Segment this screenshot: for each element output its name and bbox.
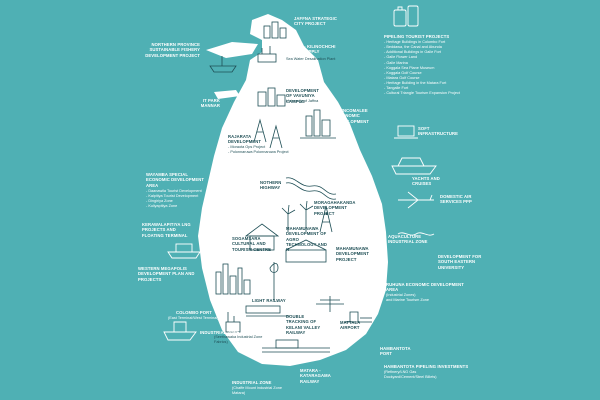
label-domestic-air: DOMESTIC AIR SERVICES PPP — [440, 194, 472, 205]
floating-terminal-icon — [167, 243, 201, 259]
label-pipeling-tourist: PIPELING TOURIST PROJECTS — [384, 34, 450, 39]
laptop-icon — [394, 125, 418, 139]
industrial-zone-icon — [225, 312, 241, 333]
label-ruhuna: RUHUNA ECONOMIC DEVELOPMENT AREA — [386, 282, 464, 293]
tourist-item-8: - Matara Golf Course — [384, 75, 420, 80]
trincomalee-port-icon — [300, 109, 336, 139]
cultural-centre-icon — [244, 223, 280, 251]
aquaculture-icon — [397, 232, 435, 236]
jaffna-peninsula — [206, 42, 258, 58]
sea-illustrations — [163, 5, 437, 341]
label-nothern-highway: NOTHERN HIGHWAY — [260, 180, 282, 191]
island-shape — [198, 14, 388, 366]
label-colombo-port: COLOMBO PORT — [176, 310, 212, 315]
tourist-item-10: - Tangalle Fort — [384, 86, 409, 91]
industrial-zone-2-sub-2: Matara) — [232, 391, 246, 396]
label-mahamunawa-development: MAHAMUNAWA DEVELOPMENT PROJECT — [336, 246, 369, 262]
fishing-boat-icon — [209, 56, 237, 73]
label-jaffna-kilinochchi-water: JAFFNA - KILINOCHCHI WATER SUPPLY PROJEC… — [286, 44, 336, 60]
hambantota-pipeline-sub-2: Dockyard/Cement/Steel Billets) — [384, 375, 437, 380]
wayamba-sub-3: - Dingiriya Zone — [146, 199, 173, 204]
tourist-item-11: - Cultural Triangle Tourism Expansion Pr… — [384, 91, 460, 96]
label-vavuniya-campus: DEVELOPMENT OF VAVUNIYA CAMPUS — [286, 88, 319, 104]
label-rajarata-development: RAJARATA DEVELOPMENT — [228, 134, 261, 145]
ruhuna-sub-2: and Marine Tourism Zone — [386, 298, 429, 303]
tourist-item-6: - Koggala Sea Plane Museum — [384, 65, 435, 70]
rajarata-powerlines-icon — [253, 118, 283, 149]
label-jaffna-strategic-city: JAFFNA STRATEGIC CITY PROJECT — [294, 16, 338, 27]
label-western-megapolis: WESTERN MEGAPOLIS DEVELOPMENT PLAN AND P… — [138, 266, 195, 282]
label-yachts-cruises: YACHTS AND CRUISES — [412, 176, 440, 187]
label-light-railway: LIGHT RAILWAY — [252, 298, 286, 303]
lotus-tower-icon — [269, 262, 279, 300]
label-industrial-zone-1: INDUSTRIAL ZONE — [200, 330, 240, 335]
label-mahamunawa-agro: MAHAMUNAWA DEVELOPMENT OF AGRO TECHNOLOG… — [286, 226, 327, 252]
tourist-item-3: - Additional Buildings in Galle Fort — [384, 50, 441, 55]
matara-railway-icon — [262, 339, 330, 353]
label-rajarata-subprojects: - Moraota Ops Project - Polonnaruwa Polo… — [228, 145, 289, 155]
tourist-item-9: - Heritage Building in the Matara Fort — [384, 81, 447, 85]
label-kerawalapitiya: KERAWALAPITIYA LNG PROJECTS AND FLOATING… — [142, 222, 191, 238]
label-aquaculture: AQUACULTURE INDUSTRIAL ZONE — [388, 234, 428, 245]
jaffna-city-icon — [263, 21, 287, 39]
industrial-zone-1-sub-2: Fabrics) — [214, 340, 228, 345]
ship-icon — [163, 321, 197, 341]
tourist-item-2: - Beddawa, the Canal and Abunda — [384, 45, 442, 50]
train-icon — [245, 305, 290, 317]
label-desalination-plant: Sea Water Desalination Plant — [286, 57, 336, 61]
luggage-icon — [393, 5, 419, 27]
label-ruhuna-sub: (Industrial Zones) and Marine Tourism Zo… — [386, 293, 429, 303]
hambantota-pipeline-sub-1: (Refinery/LNG Gas — [384, 370, 417, 374]
highway-icon — [285, 177, 337, 200]
tourist-item-5: - Galle Marina — [384, 60, 408, 65]
mannar-island — [214, 90, 240, 99]
label-industrial-zone-2-sub: (Chaffe Mount industrial Zone Matara) — [232, 386, 282, 396]
tourist-item-7: - Koggala Golf Course — [384, 70, 422, 75]
cruise-ship-icon — [391, 157, 437, 175]
label-sogamsara: SOGAMSARA CULTURAL AND TOURISM CENTRE — [232, 236, 272, 252]
list-pipeling-tourist-items: - Heritage Buildings in Colombo Fort - B… — [384, 40, 460, 96]
label-hambantota-pipeline-sub: (Refinery/LNG Gas Dockyard/Cement/Steel … — [384, 370, 437, 380]
label-wayamba: WAYAMBA SPECIAL ECONOMIC DEVELOPMENT ARE… — [146, 172, 205, 188]
map-illustrations — [209, 21, 372, 353]
industrial-zone-1-sub-1: (Seethawaka Industrial Zone — [214, 335, 263, 339]
desalination-plant-icon — [257, 46, 277, 63]
wayamba-sub-2: - Kalpitiya Tourist Development — [146, 194, 199, 199]
hambantota-port-icon — [344, 311, 372, 323]
label-soft-infrastructure: SOFT INFRASTRUCTURE — [418, 126, 459, 137]
airplane-icon — [398, 191, 434, 209]
label-colombo-port-sub: (East Terminal/West Terminal) — [168, 316, 219, 320]
label-hambantota-pipeline: HAMBANTOTA PIPELING INVESTMENTS — [384, 364, 469, 369]
rajarata-sub-1: - Moraota Ops Project — [228, 145, 266, 149]
label-matara-kataragama: MATARA - KATARAGAMA RAILWAY — [300, 368, 331, 384]
label-industrial-zone-2: INDUSTRIAL ZONE — [232, 380, 272, 385]
industrial-zone-2-sub-1: (Chaffe Mount industrial Zone — [232, 386, 282, 390]
vavuniya-buildings-icon — [257, 87, 286, 107]
tourist-item-4: - Galle Flower Land — [384, 55, 418, 60]
label-double-tracking: DOUBLE TRACKING OF KELANI VALLEY RAILWAY — [286, 314, 321, 335]
wayamba-sub-4: - Kuliyapitiya Zone — [146, 204, 178, 209]
ruhuna-sub-1: (Industrial Zones) — [386, 293, 416, 297]
pylon-icon — [319, 205, 333, 233]
label-hambantota-port: HAMBANTOTA PORT — [380, 346, 411, 357]
label-university-of-jaffna: University of Jaffna — [286, 99, 319, 103]
label-mattala-airport: MATTALA AIRPORT — [340, 320, 361, 331]
rajarata-sub-2: - Polonnaruwa Polonnaruwa Project — [228, 150, 289, 155]
agro-tech-icon — [285, 239, 327, 263]
label-trincomalee: TRINCOMALEE ECONOMIC DEVELOPMENT AREA — [336, 108, 369, 129]
label-industrial-zone-1-sub: (Seethawaka Industrial Zone Fabrics) — [214, 335, 262, 345]
wind-turbine-icon — [281, 200, 314, 232]
label-south-eastern-university: DEVELOPMENT FOR SOUTH EASTERN UNIVERSITY — [438, 254, 482, 270]
colombo-skyline-icon — [215, 263, 251, 295]
tourist-item-1: - Heritage Buildings in Colombo Fort — [384, 40, 446, 44]
label-moragahakanda: MORAGAHAKANDA DEVELOPMENT PROJECT — [314, 200, 356, 216]
wayamba-sub-1: - Daanawila Tourist Development — [146, 189, 202, 193]
label-wayamba-subprojects: - Daanawila Tourist Development - Kalpit… — [146, 189, 202, 210]
label-northern-province-fishery: NORTHERN PROVINCE SUSTAINABLE FISHERY DE… — [145, 42, 200, 58]
airport-icon — [316, 296, 344, 312]
label-it-park-mannar: IT PARK MANNAR — [200, 98, 220, 109]
